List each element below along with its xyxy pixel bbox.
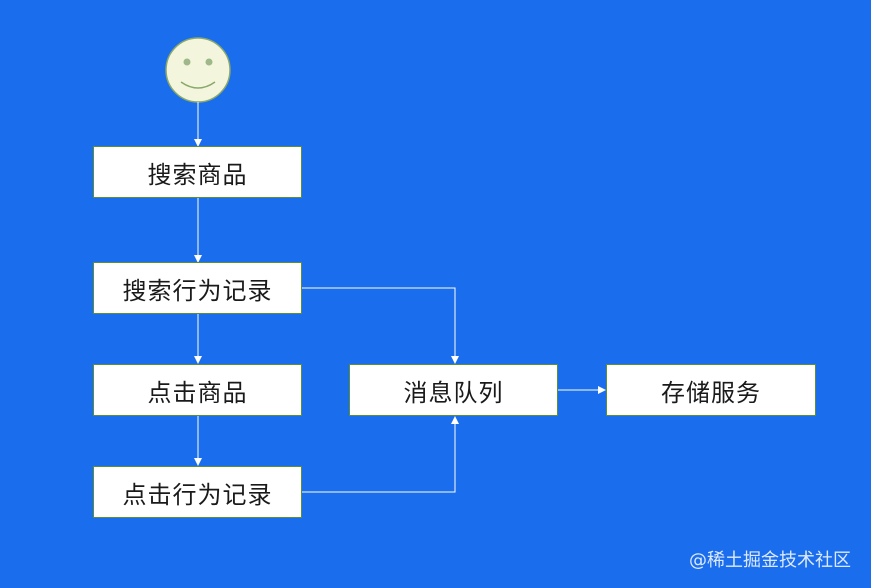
node-click-product: 点击商品 xyxy=(93,364,302,416)
node-search-product: 搜索商品 xyxy=(93,146,302,198)
arrow-click-log-to-queue xyxy=(302,416,459,493)
node-storage-service: 存储服务 xyxy=(606,364,816,416)
watermark: @稀土掘金技术社区 xyxy=(689,550,851,571)
arrow-search-log-to-queue xyxy=(302,287,459,364)
smiley-face-icon xyxy=(165,37,231,103)
node-message-queue: 消息队列 xyxy=(349,364,558,416)
node-click-log: 点击行为记录 xyxy=(93,466,302,518)
node-search-log: 搜索行为记录 xyxy=(93,262,302,314)
